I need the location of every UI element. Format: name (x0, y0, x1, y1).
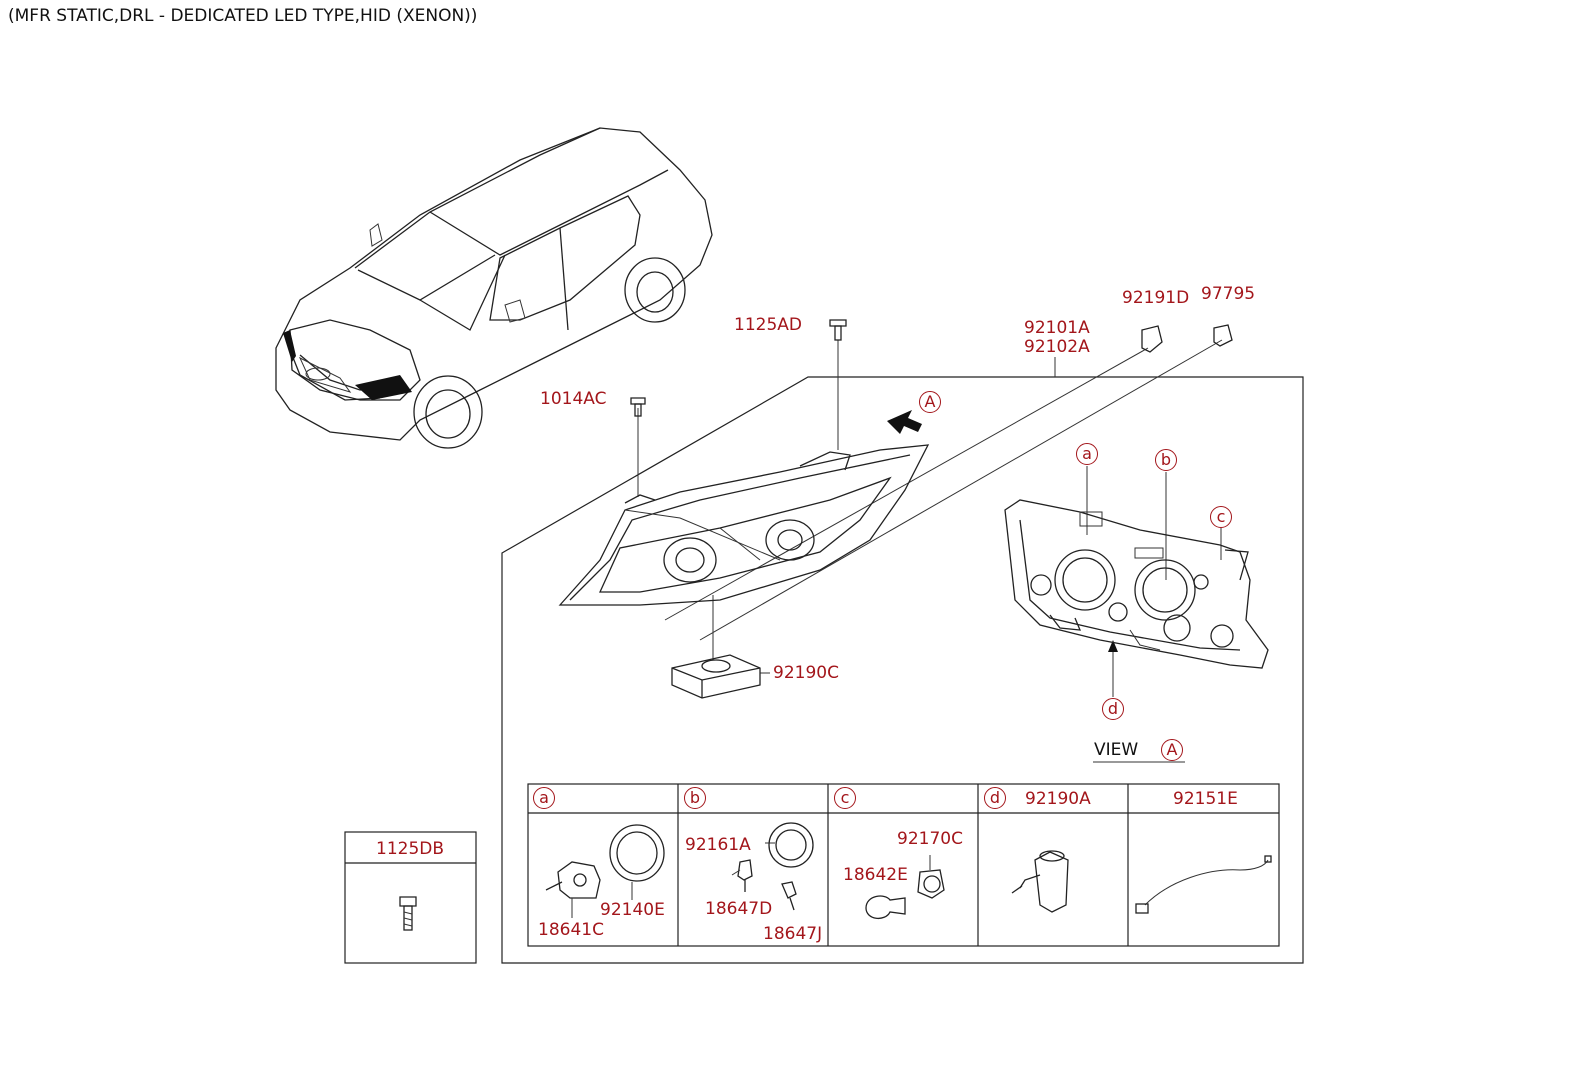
diagram-title: (MFR STATIC,DRL - DEDICATED LED TYPE,HID… (8, 6, 478, 26)
table-header-a[interactable]: a (533, 787, 555, 809)
table-header-c[interactable]: c (834, 787, 856, 809)
cell-d-parts (1011, 850, 1069, 913)
callout-d[interactable]: d (1102, 698, 1124, 720)
callout-A[interactable]: A (919, 391, 941, 413)
bolt-1125DB-box (344, 831, 477, 964)
part-label-18642E[interactable]: 18642E (843, 865, 908, 885)
part-label-92190A[interactable]: 92190A (1025, 789, 1091, 809)
detail-table (527, 783, 1280, 947)
table-header-b[interactable]: b (684, 787, 706, 809)
part-label-1125AD[interactable]: 1125AD (734, 315, 802, 335)
view-label: VIEW (1094, 740, 1139, 760)
car-illustration (275, 127, 713, 449)
callout-c[interactable]: c (1210, 506, 1232, 528)
cell-a-parts (545, 824, 665, 918)
cell-92151E-parts (1135, 855, 1272, 914)
part-label-92101A[interactable]: 92101A (1024, 318, 1090, 338)
table-header-d[interactable]: d (984, 787, 1006, 809)
part-label-92161A[interactable]: 92161A (685, 835, 751, 855)
part-label-92140E[interactable]: 92140E (600, 900, 665, 920)
headlamp-assembly (558, 410, 930, 606)
part-label-18641C[interactable]: 18641C (538, 920, 604, 940)
ballast-92190C (671, 654, 761, 699)
part-label-18647J[interactable]: 18647J (763, 924, 823, 944)
part-label-92190C[interactable]: 92190C (773, 663, 839, 683)
callout-a[interactable]: a (1076, 443, 1098, 465)
part-label-18647D[interactable]: 18647D (705, 899, 773, 919)
part-label-92151E[interactable]: 92151E (1173, 789, 1238, 809)
cell-c-parts (865, 855, 945, 919)
part-label-92102A[interactable]: 92102A (1024, 337, 1090, 357)
part-label-92191D[interactable]: 92191D (1122, 288, 1190, 308)
view-callout-A[interactable]: A (1161, 739, 1183, 761)
part-label-1014AC[interactable]: 1014AC (540, 389, 607, 409)
fasteners (630, 319, 1233, 417)
assembly-frame (501, 376, 1304, 964)
headlamp-rear-view (1004, 499, 1269, 669)
part-label-97795[interactable]: 97795 (1201, 284, 1256, 304)
callout-b[interactable]: b (1155, 449, 1177, 471)
cell-b-parts (731, 822, 814, 911)
leader-lines (637, 339, 1223, 763)
part-label-1125DB[interactable]: 1125DB (376, 839, 445, 859)
part-label-92170C[interactable]: 92170C (897, 829, 963, 849)
